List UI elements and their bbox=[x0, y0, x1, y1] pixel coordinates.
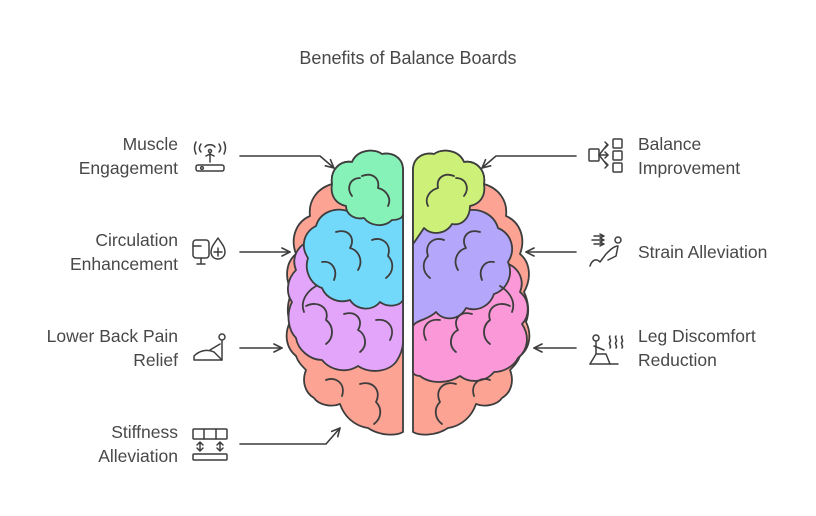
brain-illustration bbox=[285, 149, 531, 436]
brain-left-cyan-lobe bbox=[302, 208, 404, 310]
muscle-engagement-icon bbox=[193, 141, 227, 172]
arrow-balance bbox=[481, 155, 577, 169]
leg-heat-icon bbox=[589, 334, 624, 365]
circulation-icon bbox=[192, 237, 226, 265]
brain-left-green-lobe bbox=[330, 149, 404, 226]
back-stretch-icon bbox=[193, 333, 226, 361]
strain-relief-icon bbox=[589, 233, 622, 267]
brain-right-folds bbox=[422, 173, 515, 425]
balance-flow-icon bbox=[588, 138, 623, 173]
brain-left-folds bbox=[301, 173, 394, 425]
brain-right-lime-lobe bbox=[412, 149, 486, 245]
page-title: Benefits of Balance Boards bbox=[299, 48, 517, 68]
label-strain-alleviation: Strain Alleviation bbox=[638, 242, 768, 262]
stiffness-icon bbox=[192, 428, 228, 461]
arrow-muscle-engagement bbox=[239, 155, 335, 169]
arrow-stiffness bbox=[239, 427, 341, 445]
